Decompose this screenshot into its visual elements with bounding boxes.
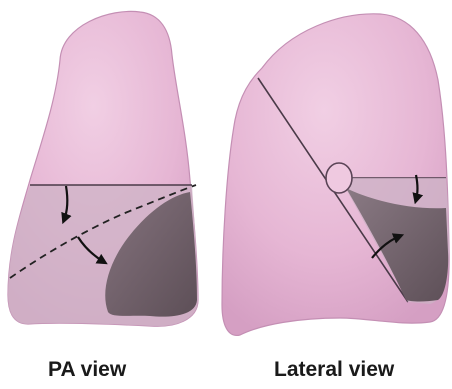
lateral-hilum (326, 163, 352, 193)
lateral-view-lung (222, 14, 449, 336)
pa-view-lung (8, 11, 198, 326)
caption-lateral-view: Lateral view (274, 358, 394, 382)
caption-pa-view: PA view (48, 358, 126, 382)
